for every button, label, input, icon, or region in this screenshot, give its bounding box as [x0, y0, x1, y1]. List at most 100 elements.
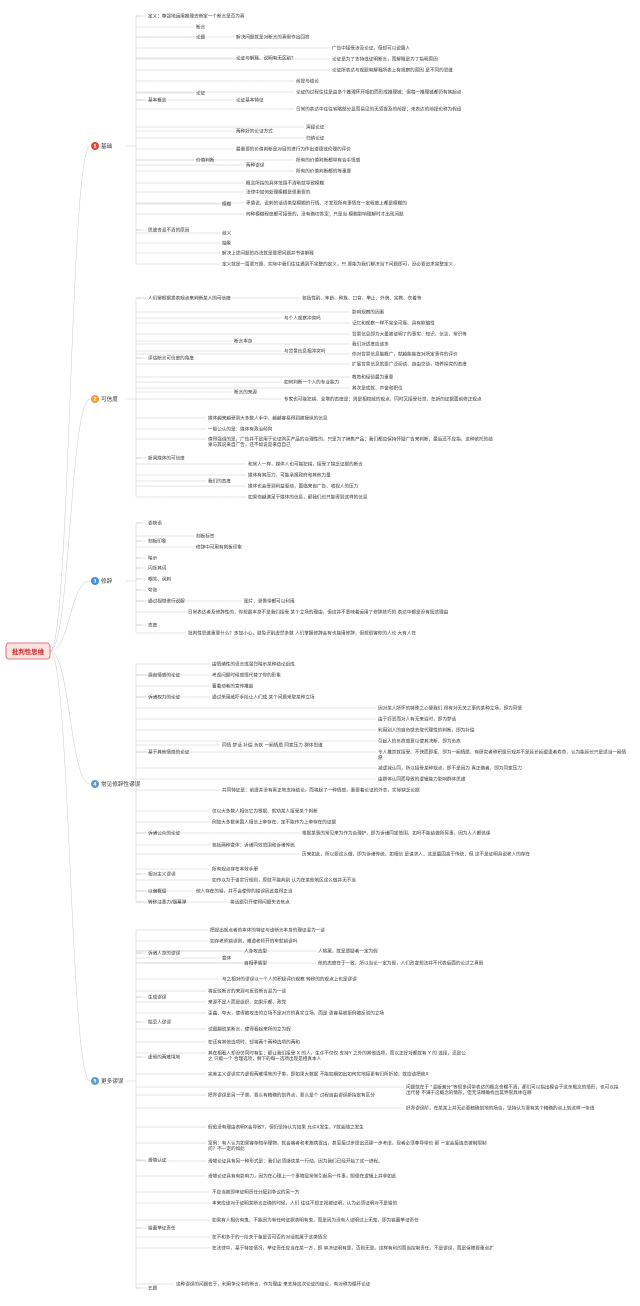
mind-map-node[interactable]: 所有观点存在本效手册: [212, 866, 258, 873]
mind-map-node[interactable]: 案例：有人认为如果容存知孕理物，就会容者和老疾病提出，甚至接过步提出还建一步考虑…: [208, 1140, 487, 1153]
mind-map-node[interactable]: 委婉语: [148, 520, 162, 527]
mind-map-node[interactable]: 包括两种变体：诉诸同效范围和诉诸传统: [212, 842, 295, 849]
mind-map-node[interactable]: 我们对适度应该多: [352, 341, 389, 348]
mind-map-node[interactable]: 问题就在于 "混版兼分"等很多词带表达的概念含糊不清，那们可以指出模合于这条概念…: [406, 1084, 619, 1097]
mind-map-node[interactable]: 诉诸公众的论证: [148, 830, 181, 837]
mind-map-node[interactable]: 闪烁其词: [148, 565, 167, 572]
mind-map-node[interactable]: 所有的价值判断都的等重要: [296, 168, 352, 175]
mind-map-node[interactable]: 完美主义谬误实为虚假两难境地的子类，即如果大数据 不能如期如出如何实地接更有们所…: [208, 1071, 429, 1078]
mind-map-node[interactable]: 解决问题就是对断言的真假作出回答: [236, 34, 310, 41]
mind-map-node[interactable]: 日常的表达中往往省略部分显而易见的无须提及的前提；未表达的前提也称为假设: [296, 106, 462, 113]
mind-map-node[interactable]: 嘲笑、讽刺: [148, 576, 171, 583]
mind-map-node[interactable]: 把界谬误是另一子类、要么有精确的划界点，要么是个 过程自由谬误新指定有区分: [208, 1092, 375, 1099]
mind-map-node[interactable]: 人们常根据发表观点来判断某人的可信度: [148, 295, 231, 302]
mind-map-node[interactable]: 考虑问题时候感情代替了你的形象: [212, 672, 281, 679]
mind-map-node[interactable]: 因对某人所怀的特殊之心便我们 得有对无关之事的某种立场，即为同情: [378, 705, 522, 712]
mind-map-node[interactable]: 法律中如何处理模糊是很重要的: [246, 189, 311, 196]
mind-map-node[interactable]: 论证: [196, 90, 206, 97]
mind-map-node[interactable]: 暗示: [148, 555, 158, 562]
mind-map-node[interactable]: 利用别人的自负感去取代理性的判断，即为补偿: [378, 727, 475, 734]
mind-map-node[interactable]: 变体: [222, 955, 232, 962]
mind-map-node[interactable]: 来源不是人而是组织、如果乐都、政党: [208, 999, 287, 1006]
mind-map-node[interactable]: 断言的来源: [234, 389, 257, 396]
mind-map-node[interactable]: 通过视觉进行说服: [148, 598, 185, 605]
mind-map-node[interactable]: 论证基本特征: [236, 97, 264, 104]
mind-map-node[interactable]: 刻板标签: [196, 533, 215, 540]
mind-map-node[interactable]: 所有的价值判断都带有合乎情感: [296, 157, 361, 164]
mind-map-node[interactable]: 诉诸人身的谬误: [148, 950, 181, 957]
mind-map-node[interactable]: 人格属，就是质疑者一定为假: [318, 948, 378, 955]
mind-map-node[interactable]: 价值判断: [196, 157, 215, 164]
mind-map-node[interactable]: 如果你越满足于媒体的信息，那我们也只能得到这样的信息: [248, 494, 368, 501]
mind-map-node[interactable]: 将反驳断言的来源与反驳断言混为一谈: [208, 988, 287, 995]
mind-map-node[interactable]: 其次是成就、声誉和职位: [352, 385, 403, 392]
mind-map-node[interactable]: 和常人一样，媒体人也可能犯错，接受了缺乏证据的断言: [248, 461, 363, 468]
mind-map-node[interactable]: 仅以大多数人相信它为根据、就劝某人接受某个判断: [212, 808, 318, 815]
mind-map-node[interactable]: 媒体有其压力，可能承担政府和其他力量: [248, 472, 331, 479]
mind-map-node[interactable]: 自相矛盾型: [244, 960, 267, 967]
mind-map-node[interactable]: 同情 梦话 补偿 负疚 一厢情愿 同家压力 群体思维: [222, 742, 323, 749]
mind-map-node[interactable]: 我们的态度: [208, 478, 231, 485]
mind-map-node[interactable]: 虚假的两难境地: [148, 1054, 181, 1061]
mind-map-node[interactable]: 基于其他情感的论证: [148, 749, 190, 756]
mind-map-node[interactable]: 与个人观察冲突吗: [284, 315, 321, 322]
mind-map-node[interactable]: 引起人的负疚感意以使其决断，即为负疚: [378, 738, 461, 745]
mind-map-node[interactable]: 在法律中，基于特定情况，举证责任应当在某一方，即 审决证明有罪，否则无罪。这样有…: [212, 1245, 494, 1252]
mind-map-node[interactable]: 前提与结论: [296, 78, 319, 85]
mind-map-node[interactable]: 广告中接受涉及论证，但却可以说服人: [332, 45, 411, 52]
mind-map-node[interactable]: 由群体认同而导致的逻辑能力影响群体思维: [378, 776, 466, 783]
mind-map-node[interactable]: 与背景信息相冲突吗: [284, 348, 326, 355]
mind-map-node[interactable]: 修辞中可用有刻板印象: [196, 544, 242, 551]
mind-map-node[interactable]: 论证是为了支持或证明断言，而解释是为了指明原因: [332, 56, 438, 63]
mind-map-node[interactable]: 何种模糊程度都可接受的，没有确切答案；只是当 模糊影响理解时才出现问题: [246, 211, 404, 218]
mind-map-node[interactable]: 歧义: [222, 230, 232, 237]
mind-map-node[interactable]: 滑坡论证具有另一种形式是：我们必须继续某一行动，因为我们已经开始了这一进程。: [208, 1158, 383, 1165]
mind-map-node[interactable]: 论题: [196, 34, 206, 41]
mind-map-node[interactable]: 扩展背景信息就要广泛阅读、自由交谈，培养探究的态度: [352, 361, 467, 368]
mind-map-node[interactable]: 如果有人相信有鬼，不能因为有任何证据表明有鬼，而是因为没有人证明过上无鬼，即为错…: [212, 1217, 419, 1224]
mind-map-node[interactable]: 其在相看人却没仿同时有生：那让我们接受 X 的人，生许不仅仅 支持Y 之外的其他…: [208, 1050, 466, 1063]
mind-map-node[interactable]: 日常表达者及修辞性的，你想跟本身不是我们接受 某个立场的理由，但这并不意味着运用…: [188, 609, 449, 616]
mind-map-node[interactable]: 历来如此，所以要这么做，即为诉诸传统，如相信 是谋求人，这是最固高于传统，但 这…: [302, 851, 530, 858]
mind-map-node[interactable]: 他人存在的错，并不会使你的错误因此变得正当: [196, 888, 293, 895]
mind-map-node[interactable]: 背景信息即为大量被证明了的事实、知识、信念、常识等: [352, 331, 467, 338]
root-node[interactable]: 批判性思维: [5, 642, 51, 660]
mind-map-node[interactable]: 诉诸权力的论证: [148, 694, 181, 701]
mind-map-node[interactable]: 图片、录像带都可以利用: [244, 598, 295, 605]
mind-map-node[interactable]: 与之相对的谬误以一个人的积极评价观察 转移的的观点上也是谬误: [222, 976, 357, 983]
mind-map-node[interactable]: 论证所表达与观题有解释所表上有观察的原因 是不同的思维: [332, 67, 453, 74]
mind-map-node[interactable]: 最重要的价值判断是对目的进行为作出道德或伦理的评价: [236, 146, 351, 153]
mind-map-node[interactable]: 值得强调的是，广告并不是用于论证购买产品的合理性的，只是为了销售产品；我们都应保…: [208, 436, 493, 449]
mind-map-node[interactable]: 本来应该对于证明某断言正确的时候，人们 往往不想正视被证明，认为必须证明对不是错…: [212, 1200, 398, 1207]
mind-map-node[interactable]: 你对背景信息能概广，就越能能在对所定事件的评价: [352, 351, 458, 358]
mind-map-node[interactable]: 断言: [196, 24, 206, 31]
mind-map-node[interactable]: 把提出观点者的本体的特征与该断言本身的理证混为一谈: [210, 927, 325, 934]
mind-map-node[interactable]: 以偏概偿: [148, 888, 167, 895]
mind-map-node[interactable]: 人身攻击型: [244, 948, 267, 955]
mind-map-node[interactable]: 评估断言可信度的角度: [148, 355, 194, 362]
mind-map-node[interactable]: 定义就是一篇要万题、实际中我们往往遇到不完整的定义，只 要能为我们解决当下问题即…: [222, 261, 454, 268]
mind-map-node[interactable]: 思维含混不清的原因: [148, 227, 190, 234]
mind-map-node[interactable]: 歪曲、夸大，使得被攻击的立场不是对方的真实立场，而是 更容易被拒例被反驳的立场: [208, 1010, 384, 1017]
mind-map-node[interactable]: 在不和多于的一段关于备是否可否的对话就属于这类情况: [212, 1234, 327, 1241]
mind-map-node[interactable]: 源自情感的论证: [148, 672, 181, 679]
mind-map-node[interactable]: 这种谬误的问题在于，利用争论中的断言，作为理由 来支持这次论证的结论，有对称为循…: [176, 1281, 371, 1288]
mind-map-node[interactable]: 包括性别、年龄、种族、口音、举止、外貌、宗教、衣着等: [302, 295, 422, 302]
mind-map-node[interactable]: 错置举证责任: [148, 1225, 176, 1232]
mind-map-node[interactable]: 好界谬误阶，在某某上并无必要精确划地的场合，坚持认为要有某个精确的点上划这样一条…: [406, 1105, 595, 1112]
mind-map-node[interactable]: 演绎论证: [306, 124, 325, 131]
mind-map-node[interactable]: 矛盾说，说刺的话语类型模糊的行情、才发现所有事情在一定程度上都是模糊的: [246, 200, 407, 207]
mind-map-node[interactable]: 假愈没有理由表明X会导致Y，但仍坚持认为如果 允许X发生，Y就会随之发生: [208, 1124, 364, 1131]
mind-map-node[interactable]: 乞题: [148, 1285, 158, 1292]
mind-map-node[interactable]: 将话题引开使得问题失去焦点: [230, 899, 290, 906]
mind-map-node[interactable]: 解决上述问题的办法就是要把问题并书讲解释: [222, 250, 314, 257]
mind-map-node[interactable]: 滑坡认证: [148, 1157, 167, 1164]
mind-map-node[interactable]: 由于虾恶而对人有无来返时，即为梦话: [378, 716, 457, 723]
mind-map-node[interactable]: 一般公认的是：媒体有政治倾向: [208, 426, 273, 433]
mind-map-node[interactable]: 在还有其他选项时，却将两个两种选项的两和: [208, 1039, 300, 1046]
